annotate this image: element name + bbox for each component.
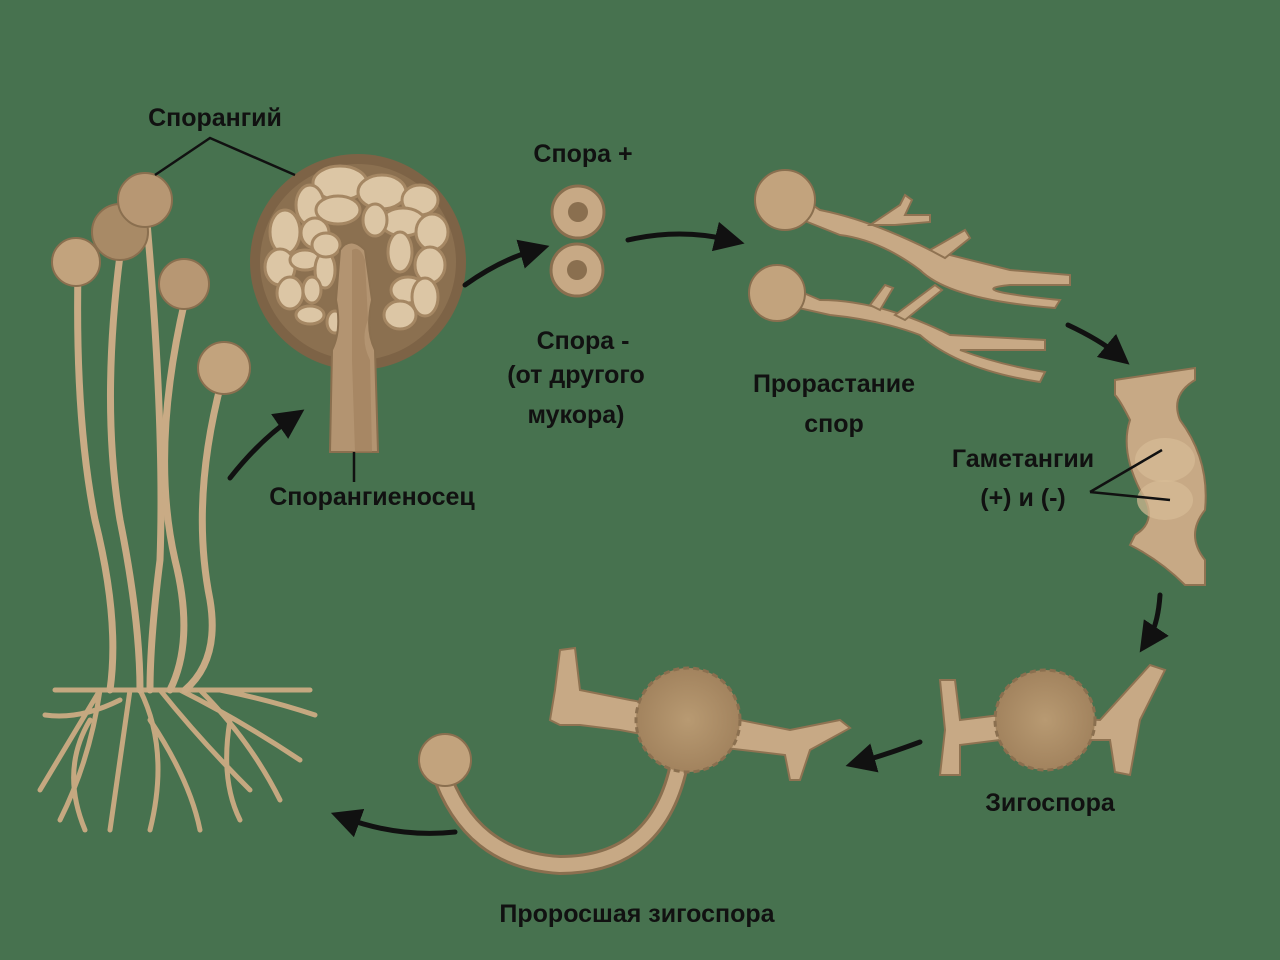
label-spore-minus-note-2: мукора) (527, 401, 624, 429)
arrow-icon (462, 239, 550, 288)
label-zygospore: Зигоспора (985, 789, 1116, 817)
zygospore-mature (938, 663, 1167, 777)
label-sporangium: Спорангий (148, 104, 282, 132)
arrow-icon (845, 739, 923, 773)
mycelium-sporangiophores (37, 172, 318, 833)
arrow-icon (625, 221, 745, 252)
label-germinated-zygospore: Проросшая зигоспора (499, 900, 775, 928)
cycle-arrows (227, 221, 1169, 838)
label-sporangiophore: Спорангиеносец (269, 483, 475, 511)
roots (37, 687, 318, 833)
sporangium-cross-section (250, 154, 466, 453)
sporangium-head (197, 341, 251, 395)
arrow-icon (1139, 592, 1169, 653)
label-germination-2: спор (804, 410, 864, 438)
sporangium-head (158, 258, 210, 310)
label-spore-minus: Спора - (537, 327, 630, 355)
sporangium-head (51, 237, 101, 287)
gametangia (1114, 366, 1207, 586)
arrow-icon (1065, 322, 1130, 365)
leader-lines (154, 136, 1171, 502)
label-spore-plus: Спора + (533, 140, 632, 168)
arrow-icon (330, 809, 458, 838)
arrow-icon (227, 409, 305, 481)
germinating-spores (748, 169, 1071, 384)
label-spore-minus-note-1: (от другого (507, 361, 645, 389)
label-gametangia-2: (+) и (-) (980, 484, 1066, 512)
label-gametangia-1: Гаметангии (952, 445, 1094, 473)
spore-minus (549, 242, 605, 298)
label-germination-1: Прорастание (753, 370, 915, 398)
zygospore-germinating (418, 646, 852, 876)
sporangium-head (117, 172, 173, 228)
spore-plus (550, 184, 606, 240)
